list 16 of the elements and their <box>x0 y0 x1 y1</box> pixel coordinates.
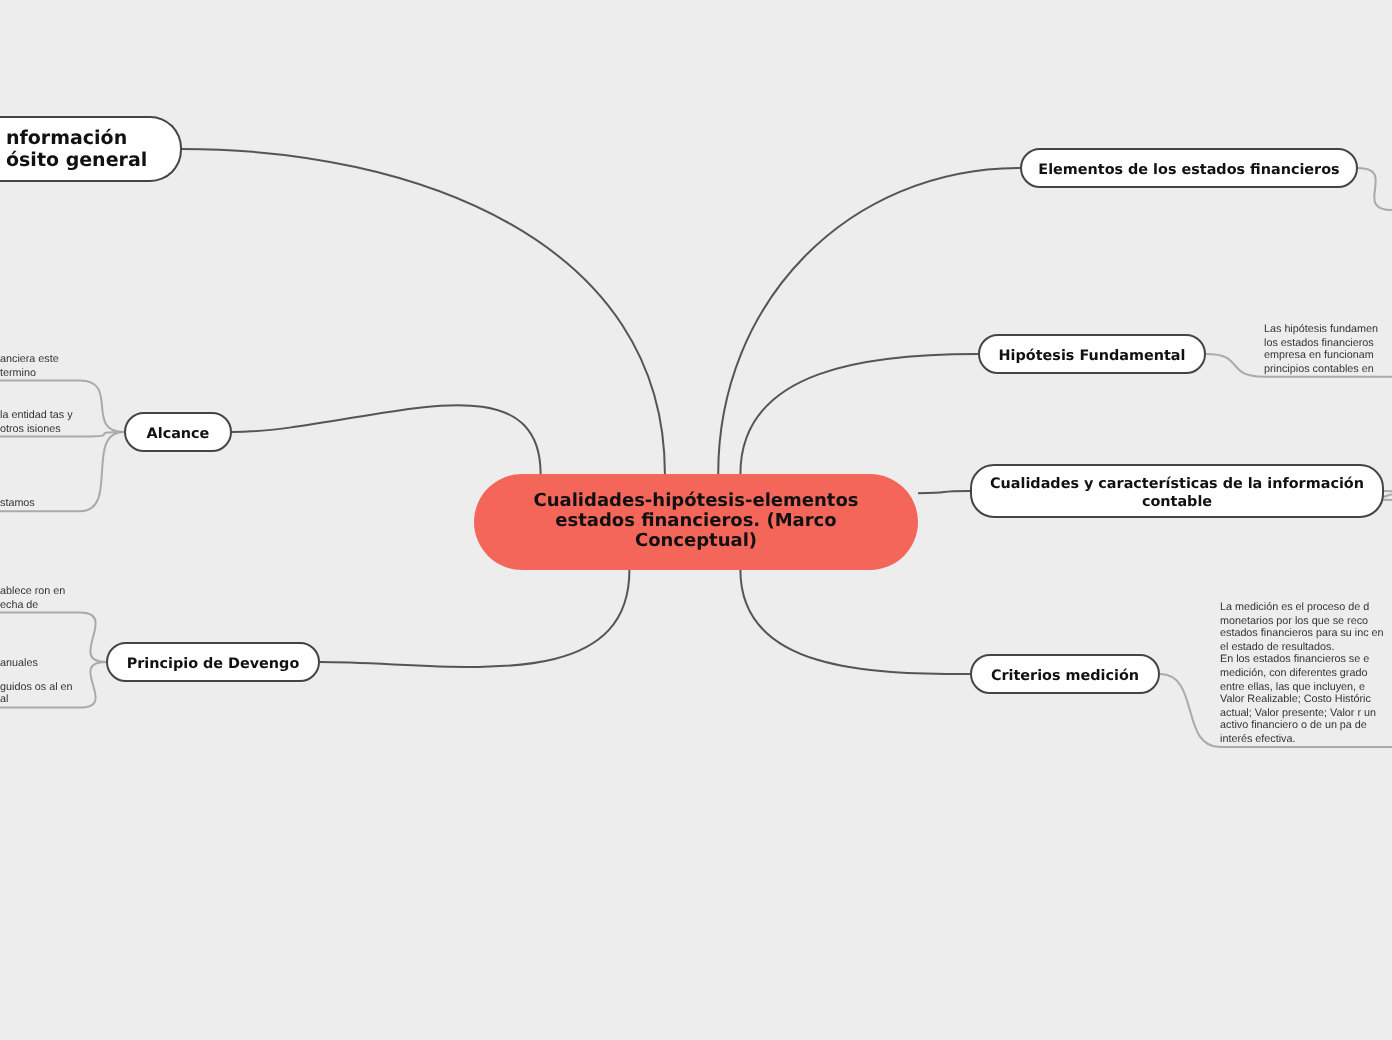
connector-line <box>319 569 631 668</box>
connector-line <box>0 661 107 709</box>
branch-line <box>1378 490 1392 501</box>
connector-line <box>739 569 971 675</box>
connector-line <box>717 167 1021 475</box>
topic-box: nformación ósito general <box>0 116 182 182</box>
connector-line <box>0 431 125 513</box>
connector-line <box>1159 673 1392 749</box>
branch-line <box>1357 167 1392 211</box>
connector-line <box>1205 353 1392 378</box>
connector-line <box>181 148 666 475</box>
connector-line <box>0 431 125 438</box>
central-topic: Cualidades-hipótesis-elementos estados financieros. (Marco Conceptual) <box>474 474 918 570</box>
connector-line <box>917 490 971 495</box>
connector-line <box>739 353 979 475</box>
connector-line <box>231 404 542 475</box>
